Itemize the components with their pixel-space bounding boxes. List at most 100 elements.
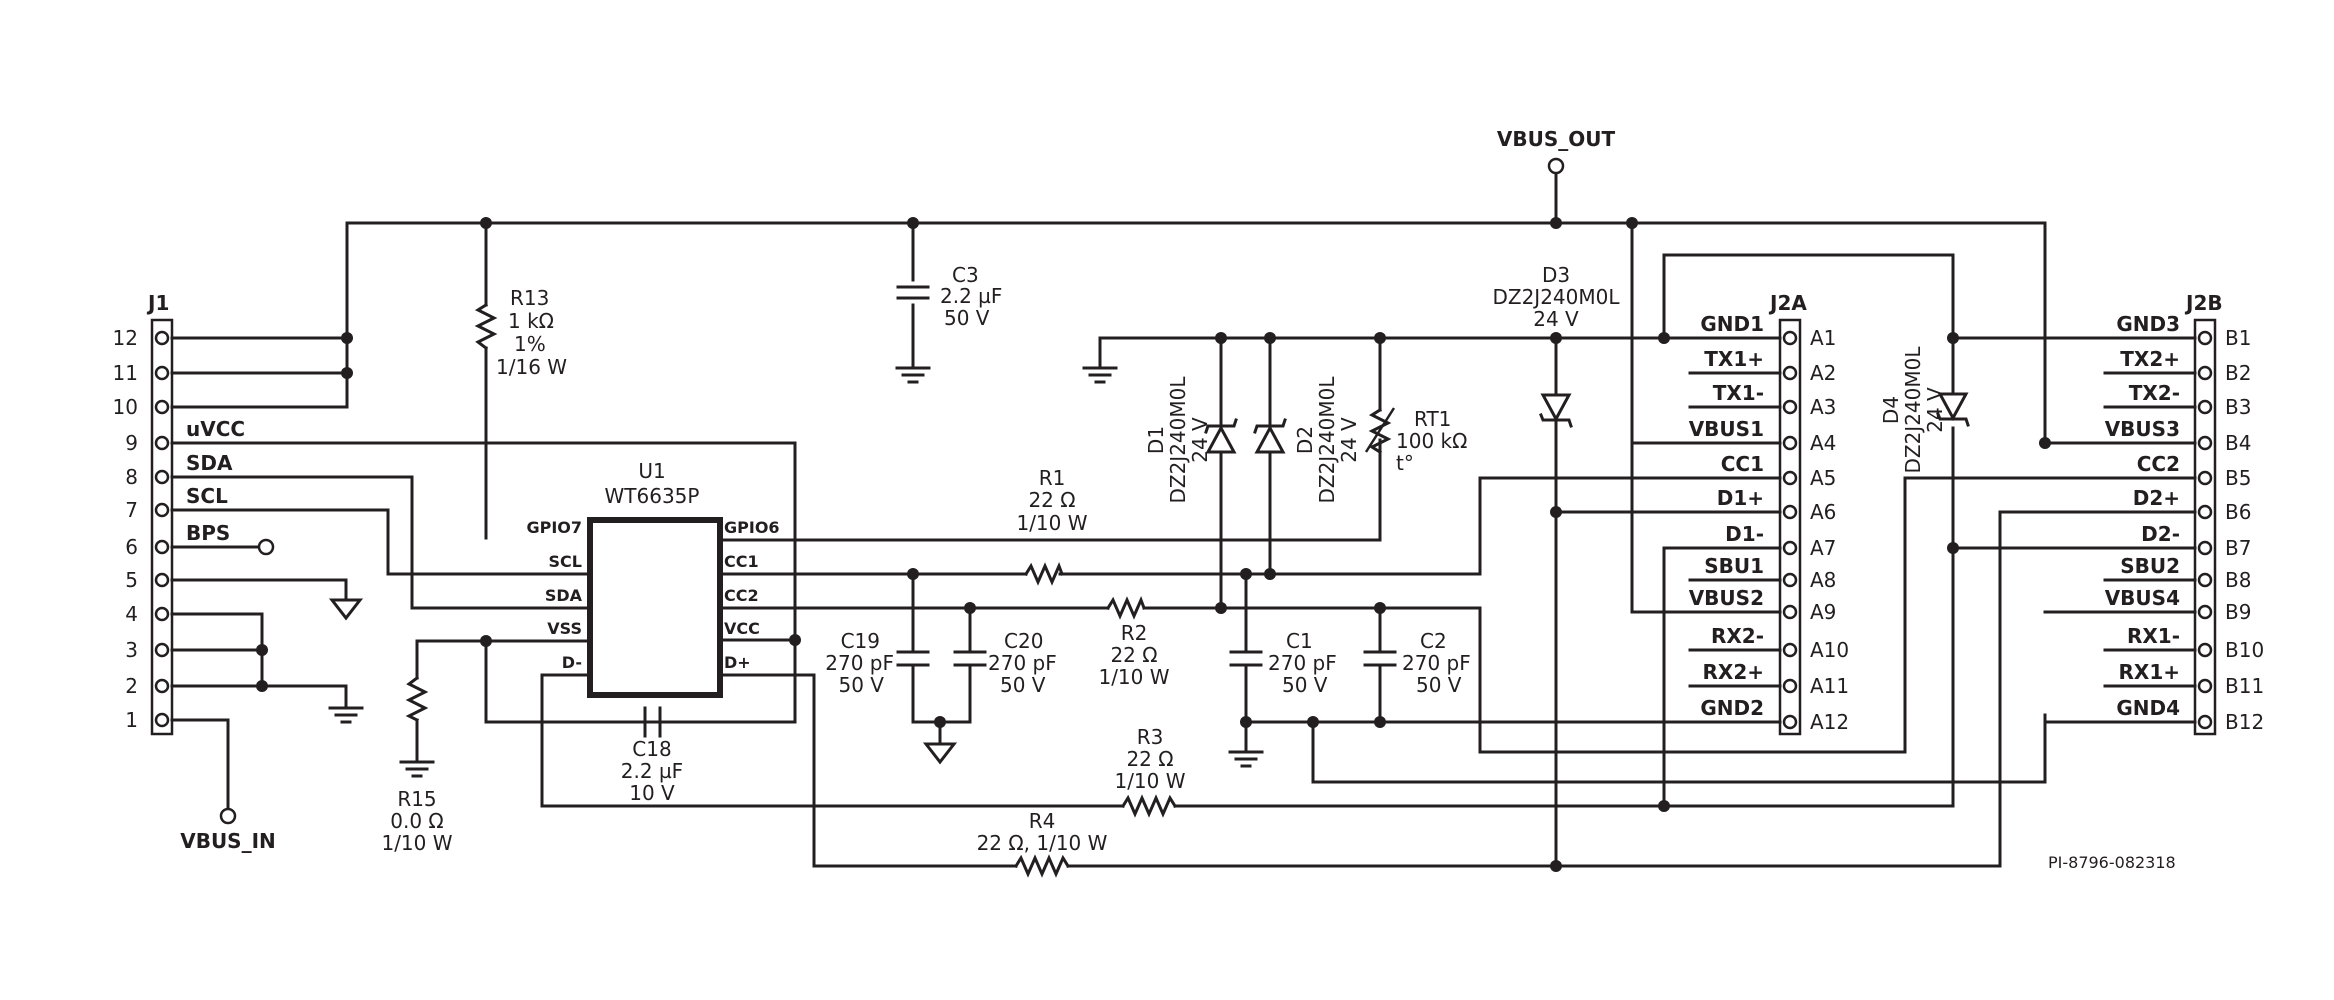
j1-ref: J1 (146, 291, 169, 315)
j2b-pin: B8 (2225, 568, 2251, 592)
ic-u1: U1 WT6635P GPIO7 SCL SDA VSS D- GPIO6 CC… (526, 459, 780, 698)
j2b-signal: VBUS3 (2105, 417, 2180, 441)
component-label: 50 V (944, 306, 990, 330)
capacitor-c3: C3 2.2 µF 50 V (896, 263, 1002, 330)
j1-signal-bps: BPS (186, 521, 230, 545)
figure-id: PI-8796-082318 (2048, 853, 2176, 872)
j2b-signal: TX2+ (2120, 347, 2180, 371)
component-label: 24 V (1923, 387, 1947, 433)
j2a-pin: A12 (1810, 710, 1849, 734)
j1-pin-label: 1 (125, 708, 138, 732)
component-label: 24 V (1188, 417, 1212, 463)
u1-pin-dm: D- (562, 653, 582, 672)
component-label: 10 V (629, 781, 675, 805)
j1-pin-label: 6 (125, 535, 138, 559)
component-label: R1 (1039, 466, 1066, 490)
component-label: R2 (1121, 621, 1148, 645)
j1-pin-label: 8 (125, 465, 138, 489)
j2a-pin: A9 (1810, 600, 1836, 624)
j2a-pin: A4 (1810, 431, 1836, 455)
zener-diode-d4: D4 DZ2J240M0L 24 V (1879, 346, 1970, 474)
j2a-signal: CC1 (1721, 452, 1764, 476)
component-label: D4 (1879, 396, 1903, 424)
j1-pin-label: 3 (125, 638, 138, 662)
j1-pin-label: 11 (113, 361, 138, 385)
j2b-signal: D2+ (2133, 486, 2180, 510)
resistor-r1: R1 22 Ω 1/10 W (1016, 466, 1088, 586)
j2a-signal: D1- (1725, 522, 1764, 546)
j1-signal-scl: SCL (186, 484, 228, 508)
j2a-signal: VBUS1 (1689, 417, 1764, 441)
j1-pins (154, 330, 170, 728)
j2b-pin: B12 (2225, 710, 2264, 734)
component-label: 50 V (1416, 673, 1462, 697)
component-label: 50 V (1282, 673, 1328, 697)
j2a-pin: A1 (1810, 326, 1836, 350)
component-label: 22 Ω (1126, 747, 1173, 771)
j2a-signal: RX2- (1711, 624, 1764, 648)
component-label: C3 (952, 263, 979, 287)
resistor-r13: R13 1 kΩ 1% 1/16 W (474, 286, 567, 379)
resistor-r4: R4 22 Ω, 1/10 W (977, 809, 1108, 878)
component-label: t° (1396, 451, 1414, 475)
j2b-pin: B4 (2225, 431, 2251, 455)
j2a-pin: A7 (1810, 536, 1836, 560)
j2b-signal: SBU2 (2120, 554, 2180, 578)
component-label: 24 V (1533, 307, 1579, 331)
j2b-signal: GND4 (2116, 696, 2180, 720)
u1-pin-gpio7: GPIO7 (526, 518, 582, 537)
j2b-ref: J2B (2184, 291, 2223, 315)
component-label: DZ2J240M0L (1315, 376, 1339, 504)
zener-diode-d3: D3 DZ2J240M0L 24 V (1492, 263, 1620, 428)
j2a-signal: TX1+ (1704, 347, 1764, 371)
component-label: R3 (1137, 725, 1164, 749)
connector-j2b: J2B GND3 TX2+ TX2- VBUS3 CC2 D2+ D2- SBU… (2105, 291, 2264, 736)
j2b-pin: B1 (2225, 326, 2251, 350)
j2a-signal: TX1- (1713, 381, 1764, 405)
j2a-ref: J2A (1768, 291, 1807, 315)
u1-pin-dp: D+ (724, 653, 751, 672)
u1-ref: U1 (638, 459, 665, 483)
j2b-signal: D2- (2141, 522, 2180, 546)
capacitor-c19: C19 270 pF 50 V (825, 629, 930, 697)
j2a-signal: RX2+ (1703, 660, 1765, 684)
j1-signal-sda: SDA (186, 451, 233, 475)
j2a-pin: A6 (1810, 500, 1836, 524)
component-label: R15 (397, 787, 436, 811)
j2b-signal: RX1+ (2119, 660, 2181, 684)
j1-pin-label: 9 (125, 431, 138, 455)
vbus-in-label: VBUS_IN (180, 829, 276, 853)
u1-pin-cc1: CC1 (724, 552, 759, 571)
component-label: DZ2J240M0L (1166, 376, 1190, 504)
component-label: 1% (514, 332, 546, 356)
capacitor-c18: C18 2.2 µF 10 V (621, 706, 683, 805)
resistor-r15: R15 0.0 Ω 1/10 W (381, 675, 453, 855)
j2a-pin: A8 (1810, 568, 1836, 592)
component-label: C1 (1286, 629, 1313, 653)
connector-j1: J1 12 11 10 9 8 7 6 5 4 3 2 1 uVCC SDA S… (113, 291, 245, 736)
component-label: 270 pF (825, 651, 894, 675)
u1-pin-scl: SCL (549, 552, 582, 571)
u1-pin-gpio6: GPIO6 (724, 518, 780, 537)
component-label: 22 Ω (1028, 488, 1075, 512)
zener-diode-d1: D1 DZ2J240M0L 24 V (1144, 376, 1238, 504)
component-label: 1 kΩ (508, 309, 554, 333)
bps-terminal (257, 538, 275, 556)
component-label: 50 V (839, 673, 885, 697)
component-label: 1/16 W (496, 355, 567, 379)
j1-signal-uvcc: uVCC (186, 417, 245, 441)
j1-pin-label: 7 (125, 498, 138, 522)
component-label: 22 Ω, 1/10 W (977, 831, 1108, 855)
j2b-signal: RX1- (2127, 624, 2180, 648)
u1-part: WT6635P (605, 484, 700, 508)
component-label: C2 (1420, 629, 1447, 653)
component-label: R4 (1029, 809, 1056, 833)
vbus-out-label: VBUS_OUT (1497, 127, 1616, 151)
j1-pin-label: 4 (125, 602, 138, 626)
thermistor-rt1: RT1 100 kΩ t° (1364, 407, 1467, 475)
component-label: 22 Ω (1110, 643, 1157, 667)
component-label: C19 (841, 629, 880, 653)
j2a-pin: A10 (1810, 638, 1849, 662)
j2b-pin: B5 (2225, 466, 2251, 490)
